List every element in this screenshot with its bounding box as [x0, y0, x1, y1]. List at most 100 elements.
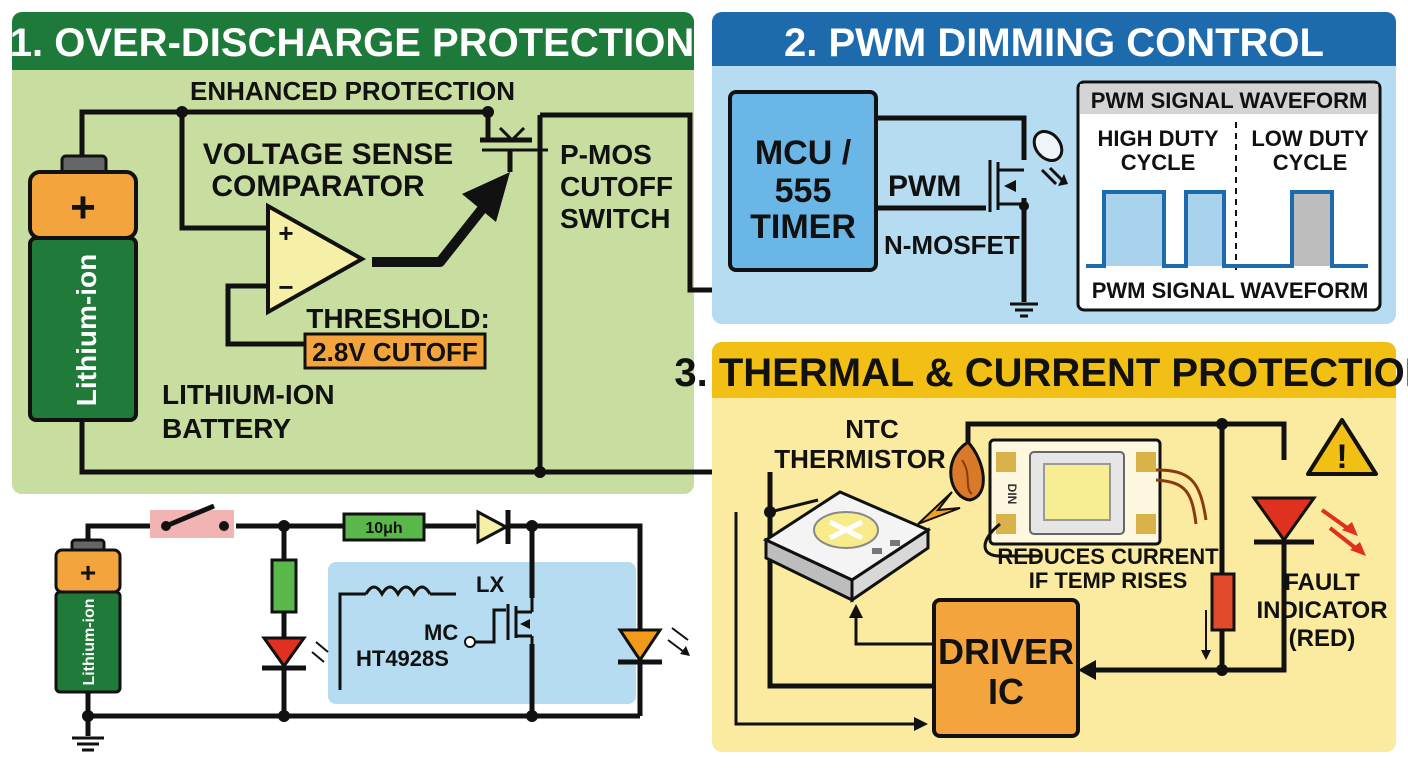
panel-over-discharge: 1. OVER-DISCHARGE PROTECTION ENHANCED PR…	[10, 12, 1025, 494]
driver-to-ntc-arrow	[849, 604, 863, 618]
mcu-timer-box	[728, 90, 878, 272]
small-battery-plus: +	[80, 557, 96, 588]
threshold-value: 2.8V CUTOFF	[312, 337, 478, 367]
junction-dot	[526, 710, 538, 722]
small-lithium-ion-battery: + Lithium-ion	[54, 538, 122, 694]
panel1-header-bar	[12, 12, 694, 70]
panel-thermal-current: 3. THERMAL & CURRENT PROTECTION NTC THER…	[674, 342, 1408, 752]
small-battery-text: Lithium-ion	[81, 598, 98, 685]
ntc-label-line2: THERMISTOR	[774, 444, 946, 474]
driver-label-line1: DRIVER	[938, 631, 1074, 672]
waveform-title-bar	[1080, 84, 1378, 114]
fault-arrow-head	[1078, 660, 1096, 680]
warning-icon: !	[1306, 418, 1378, 476]
ic-gate-wire	[475, 608, 506, 644]
junction-dot	[534, 466, 546, 478]
comparator-plus: +	[278, 218, 293, 248]
panel1-title: 1. OVER-DISCHARGE PROTECTION	[10, 21, 695, 65]
ground-symbol	[72, 716, 104, 752]
reduces-label-line1: REDUCES CURRENT	[997, 544, 1219, 569]
pwm-label: PWM	[888, 170, 961, 203]
panel-boost-circuit: 10μh LX MC HT4928S	[54, 503, 690, 752]
control-arrow-head	[462, 172, 510, 222]
driver-label-line2: IC	[988, 671, 1024, 712]
ntc-label-line1: NTC	[845, 414, 899, 444]
pmos-label-line1: P-MOS	[560, 139, 652, 170]
high-duty-line2: CYCLE	[1121, 150, 1196, 175]
led-chip: DIN	[983, 438, 1208, 558]
inductor-label: 10μh	[365, 520, 402, 537]
high-duty-pulse-fill	[1186, 192, 1224, 266]
mcu-label-line2: 555	[775, 172, 832, 210]
resistor	[270, 558, 298, 614]
ntc-sense-wire	[769, 498, 819, 514]
pmos-label-line3: SWITCH	[560, 203, 670, 234]
battery-positive-wire	[85, 523, 150, 544]
panel2-header-bar	[712, 12, 1396, 66]
indicator-led-icon	[261, 636, 329, 671]
high-duty-line1: HIGH DUTY	[1098, 126, 1219, 151]
battery-label-line1: LITHIUM-ION	[162, 379, 335, 410]
threshold-box	[303, 332, 487, 370]
comparator-label-line2: COMPARATOR	[211, 170, 425, 203]
voltage-comparator: + −	[266, 202, 367, 316]
low-duty-line2: CYCLE	[1273, 150, 1348, 175]
pmos-label-line2: CUTOFF	[560, 171, 673, 202]
ic-name-label: HT4928S	[356, 646, 449, 671]
led-supply-wire	[876, 115, 1027, 160]
nmosfet-label: N-MOSFET	[884, 230, 1020, 260]
junction-dot	[278, 710, 290, 722]
junction-dot	[1216, 664, 1228, 676]
battery-text: Lithium-ion	[71, 254, 102, 406]
battery-label-line2: BATTERY	[162, 413, 291, 444]
comparator-plus-wire	[179, 112, 268, 231]
ic-inductor-coil	[364, 585, 432, 598]
low-duty-pulse-fill	[1292, 192, 1332, 266]
waveform-title: PWM SIGNAL WAVEFORM	[1091, 88, 1368, 113]
reduces-label-line2: IF TEMP RISES	[1029, 568, 1188, 593]
chip-marking: DIN	[1005, 484, 1019, 505]
inductor	[342, 512, 426, 542]
fault-led-icon	[1251, 496, 1366, 556]
mcu-label-line1: MCU /	[755, 134, 852, 172]
high-duty-pulse-fill	[1104, 192, 1164, 266]
current-arrow-head	[1201, 650, 1211, 660]
junction-dot	[176, 106, 188, 118]
ic-pin	[464, 636, 476, 648]
junction-dot	[526, 520, 538, 532]
ntc-thermistor	[917, 440, 985, 525]
pmos-transistor	[480, 115, 548, 172]
pwm-waveform-line	[1086, 190, 1368, 268]
driver-to-ntc-wire	[854, 616, 934, 646]
feedback-arrow-head	[914, 717, 928, 731]
mcu-label-line3: TIMER	[750, 208, 856, 246]
panel3-header-bar	[712, 342, 1396, 398]
lithium-ion-battery: + Lithium-ion	[28, 154, 138, 422]
fault-label-line2: INDICATOR	[1256, 597, 1387, 624]
junction-dot	[482, 106, 494, 118]
lx-label: LX	[476, 572, 504, 597]
nmosfet-transistor	[988, 160, 1029, 212]
junction-dot	[1216, 418, 1228, 430]
power-switch	[150, 503, 234, 538]
schottky-diode	[476, 509, 511, 545]
comparator-label-line1: VOLTAGE SENSE	[203, 138, 454, 171]
junction-dot	[278, 520, 290, 532]
mc-label: MC	[424, 620, 458, 645]
enhanced-protection-label: ENHANCED PROTECTION	[190, 76, 515, 106]
ic-inner-wire	[338, 592, 366, 690]
fault-label-line3: (RED)	[1289, 625, 1356, 652]
control-arrow-line	[372, 200, 490, 267]
warning-mark: !	[1336, 438, 1347, 476]
output-led-icon	[617, 627, 690, 665]
boost-mosfet	[506, 598, 534, 644]
low-duty-line1: LOW DUTY	[1251, 126, 1369, 151]
panel3-background	[712, 342, 1396, 752]
comparator-minus: −	[278, 272, 293, 302]
waveform-caption: PWM SIGNAL WAVEFORM	[1092, 278, 1369, 303]
fault-to-driver-wire	[1090, 540, 1287, 673]
led-module	[762, 490, 932, 603]
comparator-minus-wire	[225, 283, 305, 347]
driver-ic-box	[932, 598, 1080, 738]
